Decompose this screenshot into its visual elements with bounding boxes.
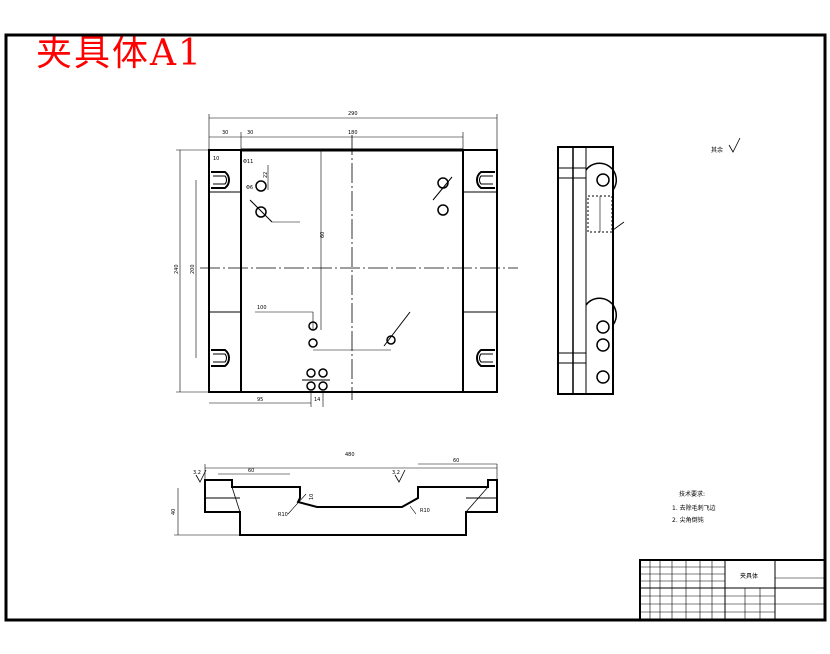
hole-11 — [318, 381, 328, 391]
dim-overall-width: 290 — [348, 111, 358, 117]
dim-front-480: 480 — [345, 452, 355, 458]
dim-v-60: 60 — [320, 232, 326, 238]
roughness-symbol — [728, 137, 741, 153]
dim-100: 100 — [257, 305, 267, 311]
tech-line-1: 1. 去除毛刺飞边 — [672, 504, 716, 512]
u-slot-br — [476, 349, 495, 367]
hole-4 — [437, 204, 449, 216]
u-slot-bl — [211, 349, 230, 367]
dim-hole-11: Φ11 — [243, 159, 253, 165]
surface-other-note: 其余 — [711, 146, 723, 154]
dim-left-30: 30 — [222, 130, 228, 136]
roughness-left: 3.2 — [193, 470, 201, 476]
dim-left-30b: 30 — [247, 130, 253, 136]
dim-height-240: 240 — [174, 264, 180, 274]
dim-small-10: 10 — [213, 156, 219, 162]
hole-7 — [386, 335, 396, 345]
hole-6 — [308, 338, 318, 348]
roughness-right: 3.2 — [392, 470, 400, 476]
tech-title: 技术要求: — [679, 490, 705, 498]
dim-front-height-40: 40 — [171, 509, 177, 515]
dim-bottom-14: 14 — [314, 397, 320, 403]
outer-border — [4, 33, 827, 622]
hole-9 — [306, 381, 316, 391]
hole-10 — [318, 368, 328, 378]
u-slot-tr — [476, 171, 495, 189]
dim-bottom-95: 95 — [257, 397, 263, 403]
dim-v-22: 22 — [263, 172, 269, 178]
hole-2 — [255, 206, 267, 218]
dim-front-left-60: 60 — [248, 468, 254, 474]
top-view — [176, 114, 518, 407]
dim-front-right-60: 60 — [453, 458, 459, 464]
front-view — [174, 463, 498, 536]
title-block-name: 夹具体 — [740, 572, 758, 580]
dim-center-180: 180 — [348, 130, 358, 136]
side-view — [557, 146, 625, 395]
hole-1 — [255, 180, 267, 192]
u-slot-tl — [211, 171, 230, 189]
dim-front-depth-10: 10 — [309, 494, 315, 500]
title-block — [639, 559, 826, 621]
hole-8 — [306, 368, 316, 378]
tech-line-2: 2. 尖角倒钝 — [672, 516, 704, 524]
dim-radius-right: R10 — [420, 508, 430, 514]
dim-hole-6: Φ6 — [246, 185, 253, 191]
dim-radius-left: R10 — [278, 512, 288, 518]
drawing-title: 夹具体A1 — [36, 33, 203, 74]
dim-height-200: 200 — [190, 264, 196, 274]
